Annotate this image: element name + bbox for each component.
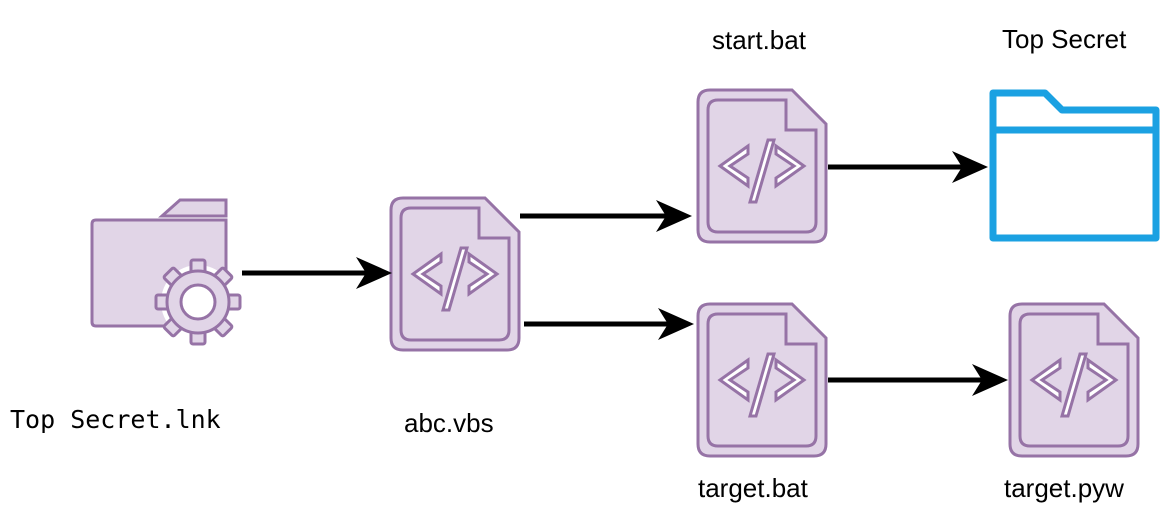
start-bat-label: start.bat (712, 25, 806, 55)
target-pyw-label: target.pyw (1004, 473, 1124, 503)
vbs-file-icon (389, 196, 521, 352)
vbs-label: abc.vbs (404, 408, 494, 438)
arrow-lnk-to-vbs (242, 257, 392, 289)
lnk-label: Top Secret.lnk (10, 405, 221, 434)
folder-gear-icon (90, 198, 242, 346)
arrow-vbs-to-target-bat (524, 308, 694, 340)
folder-label: Top Secret (1002, 24, 1127, 54)
target-bat-label: target.bat (698, 473, 808, 503)
arrow-vbs-to-start-bat (520, 200, 692, 232)
target-pyw-file-icon (1008, 302, 1140, 458)
arrow-target-bat-to-target-pyw (828, 364, 1008, 396)
arrow-start-bat-to-folder (828, 151, 988, 183)
folder-icon (989, 89, 1160, 242)
start-bat-file-icon (696, 88, 828, 244)
target-bat-file-icon (696, 302, 828, 458)
